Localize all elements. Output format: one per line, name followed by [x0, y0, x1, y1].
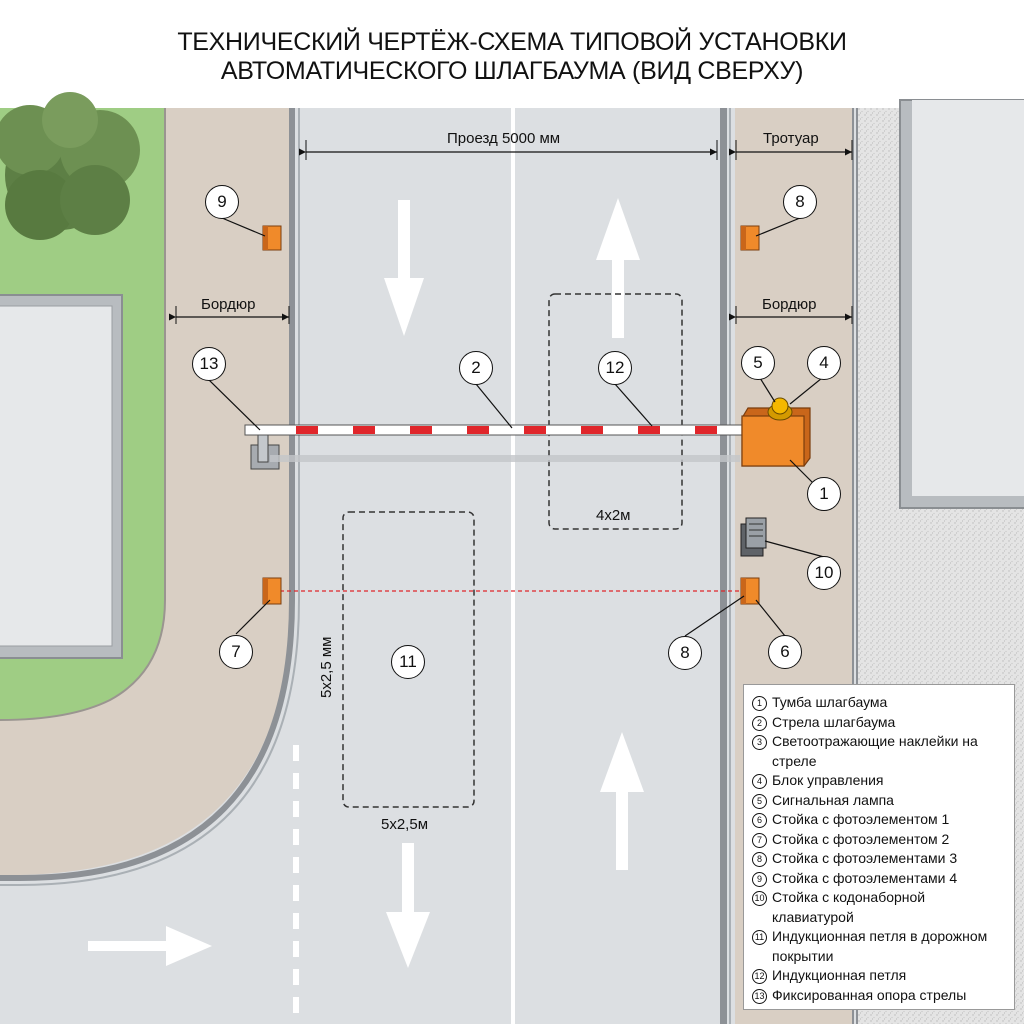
arrow-up-lower: [600, 732, 644, 870]
barrier-housing: [741, 407, 811, 467]
roadway-dimension-label: Проезд 5000 мм: [447, 130, 561, 147]
legend-text: Фиксированная опора стрелы: [772, 986, 967, 1003]
barrier-boom: [244, 424, 746, 436]
legend-number: 8: [752, 852, 767, 867]
keypad-post: [740, 517, 767, 557]
legend-number: 4: [752, 774, 767, 789]
legend-number: 3: [752, 735, 767, 750]
legend-item: 12 Индукционная петля: [752, 966, 1008, 986]
arrow-right: [88, 926, 212, 966]
legend-text: Индукционная петля: [772, 967, 907, 983]
signal-lamp: [767, 397, 793, 421]
title-line-2: АВТОМАТИЧЕСКОГО ШЛАГБАУМА (ВИД СВЕРХУ): [220, 57, 804, 85]
legend-text: Сигнальная лампа: [772, 791, 894, 808]
legend-text: Индукционная петля в дорожном покрытии: [772, 928, 988, 964]
legend-number: 12: [752, 969, 767, 984]
callout-2: 2: [459, 351, 493, 385]
legend-item: 11 Индукционная петля в дорожном покрытии: [752, 927, 1008, 966]
legend-item: 1 Тумба шлагбаума: [752, 693, 1008, 713]
legend-number: 6: [752, 813, 767, 828]
legend-item: 3 Светоотражающие наклейки на стреле: [752, 732, 1008, 771]
loop-small-dimension: 4х2м: [596, 507, 631, 524]
legend-number: 7: [752, 832, 767, 848]
arrow-down-lower: [386, 843, 430, 968]
legend-item: 9 Стойка с фотоэлементами 4: [752, 869, 1008, 889]
legend-item: 7 Стойка с фотоэлементом 2: [752, 830, 1008, 850]
page-title: ТЕХНИЧЕСКИЙ ЧЕРТЁЖ-СХЕМА ТИПОВОЙ УСТАНОВ…: [0, 28, 1024, 86]
callout-11: 11: [391, 645, 425, 679]
callout-9: 9: [205, 185, 239, 219]
legend-text: Стойка с фотоэлементами 3: [772, 850, 958, 866]
legend-item: 6 Стойка с фотоэлементом 1: [752, 810, 1008, 830]
callout-4: 4: [807, 346, 841, 380]
left-sidewalk: [0, 108, 290, 875]
photocell-post-9: [262, 225, 282, 251]
legend-number: 11: [752, 930, 767, 945]
legend-text: Стрела шлагбаума: [772, 713, 896, 730]
left-curb-label: Бордюр: [201, 296, 256, 313]
callout-7: 7: [219, 635, 253, 669]
legend-number: 13: [752, 988, 767, 1004]
legend-text: Стойка с фотоэлементами 4: [772, 869, 958, 886]
arrow-up-upper: [596, 198, 640, 338]
sidewalk-dimension-label: Тротуар: [763, 130, 819, 147]
bush: [0, 92, 140, 240]
photocell-post-6: [740, 577, 760, 605]
callout-10: 10: [807, 556, 841, 590]
legend-item: 8 Стойка с фотоэлементами 3: [752, 849, 1008, 869]
right-curb: [720, 108, 727, 1024]
loop-vertical-dimension: 5х2,5 мм: [318, 636, 335, 699]
legend: 1 Тумба шлагбаума 2 Стрела шлагбаума 3 Свет…: [743, 684, 1015, 1010]
induction-loop-11: [342, 511, 475, 808]
legend-item: 2 Стрела шлагбаума: [752, 713, 1008, 733]
title-line-1: ТЕХНИЧЕСКИЙ ЧЕРТЁЖ-СХЕМА ТИПОВОЙ УСТАНОВ…: [177, 28, 847, 56]
induction-loop-12: [548, 293, 683, 530]
callout-5: 5: [741, 346, 775, 380]
legend-text: Светоотражающие наклейки на стреле: [772, 733, 978, 769]
callout-8-top: 8: [783, 185, 817, 219]
callout-1: 1: [807, 477, 841, 511]
legend-number: 10: [752, 891, 767, 906]
left-curb: [0, 108, 295, 881]
callout-13: 13: [192, 347, 226, 381]
photocell-post-8-top: [740, 225, 760, 251]
leader-lines: [208, 217, 825, 637]
callout-6: 6: [768, 635, 802, 669]
callout-8-bottom: 8: [668, 636, 702, 670]
right-curb-label: Бордюр: [762, 296, 817, 313]
legend-text: Тумба шлагбаума: [772, 694, 888, 710]
legend-item: 13 Фиксированная опора стрелы: [752, 986, 1008, 1006]
photocell-post-7: [262, 577, 282, 605]
legend-number: 9: [752, 871, 767, 887]
callout-12: 12: [598, 351, 632, 385]
legend-item: 5 Сигнальная лампа: [752, 791, 1008, 811]
legend-number: 2: [752, 715, 767, 731]
legend-number: 1: [752, 696, 767, 711]
legend-item: 10 Стойка с кодонаборной клавиатурой: [752, 888, 1008, 927]
loop-bottom-dimension: 5х2,5м: [381, 816, 429, 833]
legend-text: Стойка с фотоэлементом 2: [772, 830, 950, 847]
legend-text: Блок управления: [772, 772, 884, 788]
arrow-down-upper: [384, 200, 424, 336]
legend-text: Стойка с кодонаборной клавиатурой: [772, 889, 926, 925]
legend-number: 5: [752, 793, 767, 809]
left-sidewalk-edge: [0, 108, 166, 721]
legend-text: Стойка с фотоэлементом 1: [772, 811, 950, 827]
legend-item: 4 Блок управления: [752, 771, 1008, 791]
